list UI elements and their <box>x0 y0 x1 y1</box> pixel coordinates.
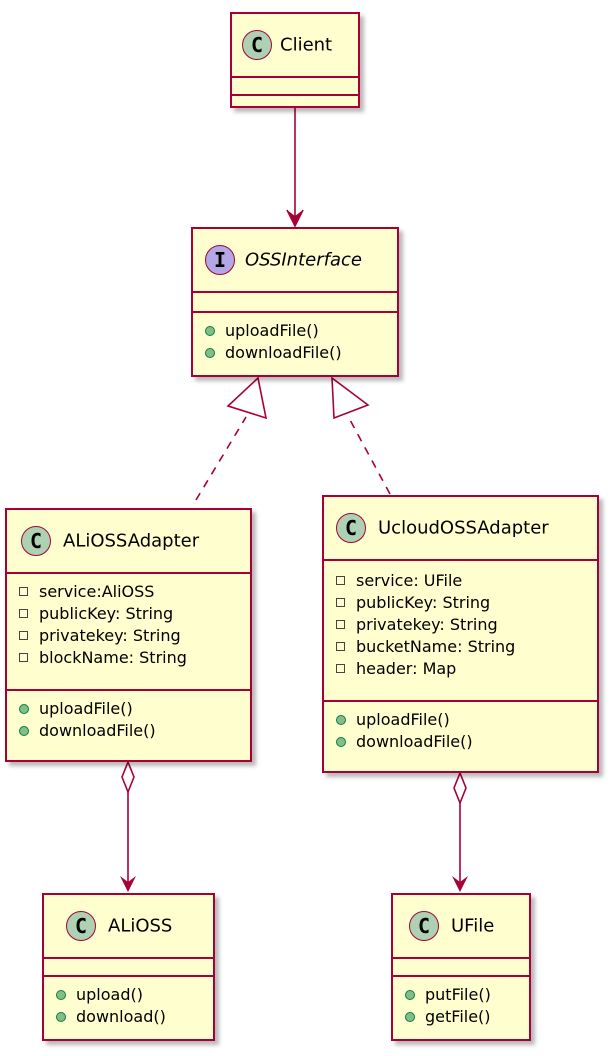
private-marker-icon <box>19 653 28 662</box>
public-marker-icon <box>205 326 215 336</box>
class-client[interactable]: C Client <box>230 12 360 108</box>
method-item: downloadFile() <box>19 720 250 742</box>
public-marker-icon <box>19 726 29 736</box>
class-alioss-adapter[interactable]: C ALiOSSAdapter service:AliOSS publicKey… <box>5 508 252 762</box>
private-marker-icon <box>336 664 345 673</box>
class-stereotype-icon: C <box>409 911 439 941</box>
interface-name: OSSInterface <box>245 249 362 271</box>
private-marker-icon <box>336 642 345 651</box>
arrowhead-ossinterface-fill <box>287 210 303 226</box>
arrowhead-alioss <box>120 876 136 892</box>
method-item: downloadFile() <box>336 731 597 753</box>
public-marker-icon <box>336 737 346 747</box>
attributes-section <box>193 293 397 311</box>
arrowhead-ufile <box>452 876 468 892</box>
class-stereotype-icon: C <box>336 513 366 543</box>
public-marker-icon <box>405 990 415 1000</box>
method-item: downloadFile() <box>205 342 397 364</box>
attributes-section <box>393 959 529 975</box>
attribute-item: privatekey: String <box>336 614 597 636</box>
attributes-section: service:AliOSS publicKey: String private… <box>7 574 250 689</box>
public-marker-icon <box>19 704 29 714</box>
class-name: Client <box>280 34 333 56</box>
public-marker-icon <box>56 990 66 1000</box>
method-item: uploadFile() <box>19 698 250 720</box>
method-item: putFile() <box>405 984 529 1006</box>
class-stereotype-icon: C <box>21 526 51 556</box>
public-marker-icon <box>336 715 346 725</box>
attribute-item: privatekey: String <box>19 625 250 647</box>
method-item: upload() <box>56 984 213 1006</box>
class-ucloud-oss-adapter[interactable]: C UcloudOSSAdapter service: UFile public… <box>322 495 599 773</box>
public-marker-icon <box>205 348 215 358</box>
class-name: ALiOSSAdapter <box>63 530 200 552</box>
attribute-item: blockName: String <box>19 647 250 669</box>
class-name: UcloudOSSAdapter <box>378 517 549 539</box>
methods-section: uploadFile() downloadFile() <box>7 691 250 742</box>
private-marker-icon <box>336 598 345 607</box>
method-item: uploadFile() <box>205 320 397 342</box>
class-name: UFile <box>451 915 495 937</box>
class-header: C Client <box>232 14 358 76</box>
public-marker-icon <box>56 1012 66 1022</box>
class-header: C ALiOSSAdapter <box>7 510 250 572</box>
class-alioss[interactable]: C ALiOSS upload() download() <box>42 893 215 1041</box>
class-stereotype-icon: C <box>242 30 272 60</box>
method-item: getFile() <box>405 1006 529 1028</box>
class-ufile[interactable]: C UFile putFile() getFile() <box>391 893 531 1041</box>
methods-section: putFile() getFile() <box>393 977 529 1028</box>
methods-section: uploadFile() downloadFile() <box>324 702 597 753</box>
attributes-section <box>44 959 213 975</box>
edge-ucloud-adapter-realization <box>348 417 391 495</box>
aggregation-diamond-right <box>453 770 467 806</box>
interface-stereotype-icon: I <box>205 245 235 275</box>
attribute-item: publicKey: String <box>19 603 250 625</box>
private-marker-icon <box>336 620 345 629</box>
private-marker-icon <box>19 587 28 596</box>
attribute-item: service:AliOSS <box>19 581 250 603</box>
attributes-section: service: UFile publicKey: String private… <box>324 561 597 700</box>
private-marker-icon <box>19 631 28 640</box>
realization-triangle-right <box>331 376 370 420</box>
method-item: uploadFile() <box>336 709 597 731</box>
attribute-item: publicKey: String <box>336 592 597 614</box>
private-marker-icon <box>336 576 345 585</box>
class-header: C UcloudOSSAdapter <box>324 497 597 559</box>
edge-alioss-adapter-realization <box>195 416 247 501</box>
class-header: I OSSInterface <box>193 229 397 291</box>
attribute-item: header: Map <box>336 658 597 680</box>
class-name: ALiOSS <box>108 915 173 937</box>
realization-triangle-left <box>226 376 268 420</box>
methods-section: upload() download() <box>44 977 213 1028</box>
attribute-item: service: UFile <box>336 570 597 592</box>
interface-ossinterface[interactable]: I OSSInterface uploadFile() downloadFile… <box>191 227 399 377</box>
class-stereotype-icon: C <box>66 911 96 941</box>
public-marker-icon <box>405 1012 415 1022</box>
private-marker-icon <box>19 609 28 618</box>
class-header: C UFile <box>393 895 529 957</box>
method-item: download() <box>56 1006 213 1028</box>
methods-section: uploadFile() downloadFile() <box>193 313 397 364</box>
aggregation-diamond-left <box>121 759 135 795</box>
attribute-item: bucketName: String <box>336 636 597 658</box>
attributes-section <box>232 78 358 94</box>
class-header: C ALiOSS <box>44 895 213 957</box>
